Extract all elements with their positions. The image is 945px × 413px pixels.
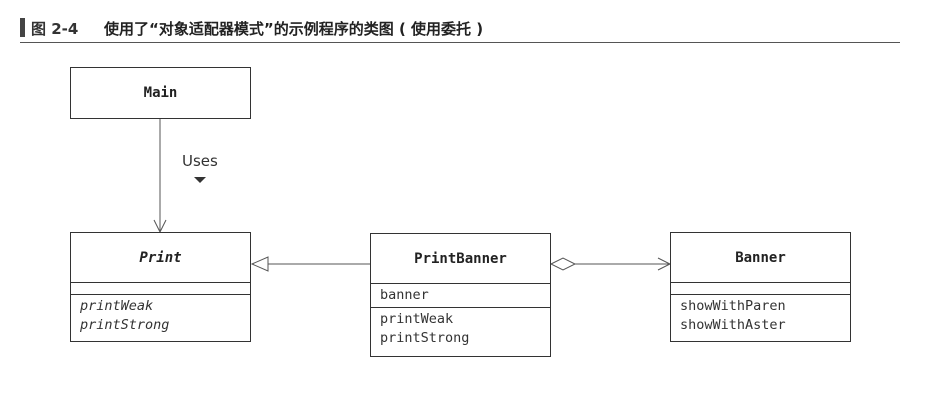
figure-caption: 图 2-4 使用了“对象适配器模式”的示例程序的类图 ( 使用委托 ) bbox=[20, 14, 900, 44]
method-item: printStrong bbox=[80, 317, 170, 333]
method-item: showWithAster bbox=[680, 317, 786, 333]
class-print-banner-methods: printWeak printStrong bbox=[371, 308, 550, 350]
uses-label: Uses bbox=[182, 152, 218, 170]
caption-underline bbox=[20, 42, 900, 43]
class-print-fields bbox=[71, 283, 250, 295]
extends-hollow-triangle bbox=[250, 256, 269, 272]
class-print-name: Print bbox=[71, 233, 250, 283]
figure-title: 使用了“对象适配器模式”的示例程序的类图 ( 使用委托 ) bbox=[104, 20, 484, 38]
aggregation-diamond bbox=[549, 257, 577, 271]
class-print-banner: PrintBanner banner printWeak printStrong bbox=[370, 233, 551, 357]
class-main: Main bbox=[70, 67, 251, 119]
method-item: printStrong bbox=[380, 330, 470, 346]
class-banner-name: Banner bbox=[671, 233, 850, 283]
method-item: printWeak bbox=[380, 311, 454, 327]
class-banner-fields bbox=[671, 283, 850, 295]
class-print-methods: printWeak printStrong bbox=[71, 295, 250, 337]
class-print-banner-fields: banner bbox=[371, 284, 550, 308]
uses-direction-triangle bbox=[194, 177, 206, 183]
figure-number: 图 2-4 bbox=[31, 20, 79, 38]
class-banner-methods: showWithParen showWithAster bbox=[671, 295, 850, 337]
method-item: printWeak bbox=[80, 298, 154, 314]
method-item: showWithParen bbox=[680, 298, 786, 314]
class-main-name: Main bbox=[143, 85, 178, 101]
class-banner: Banner showWithParen showWithAster bbox=[670, 232, 851, 342]
field-item: banner bbox=[380, 287, 429, 303]
class-print: Print printWeak printStrong bbox=[70, 232, 251, 342]
caption-marker-bar bbox=[20, 18, 25, 37]
class-print-banner-name: PrintBanner bbox=[371, 234, 550, 284]
